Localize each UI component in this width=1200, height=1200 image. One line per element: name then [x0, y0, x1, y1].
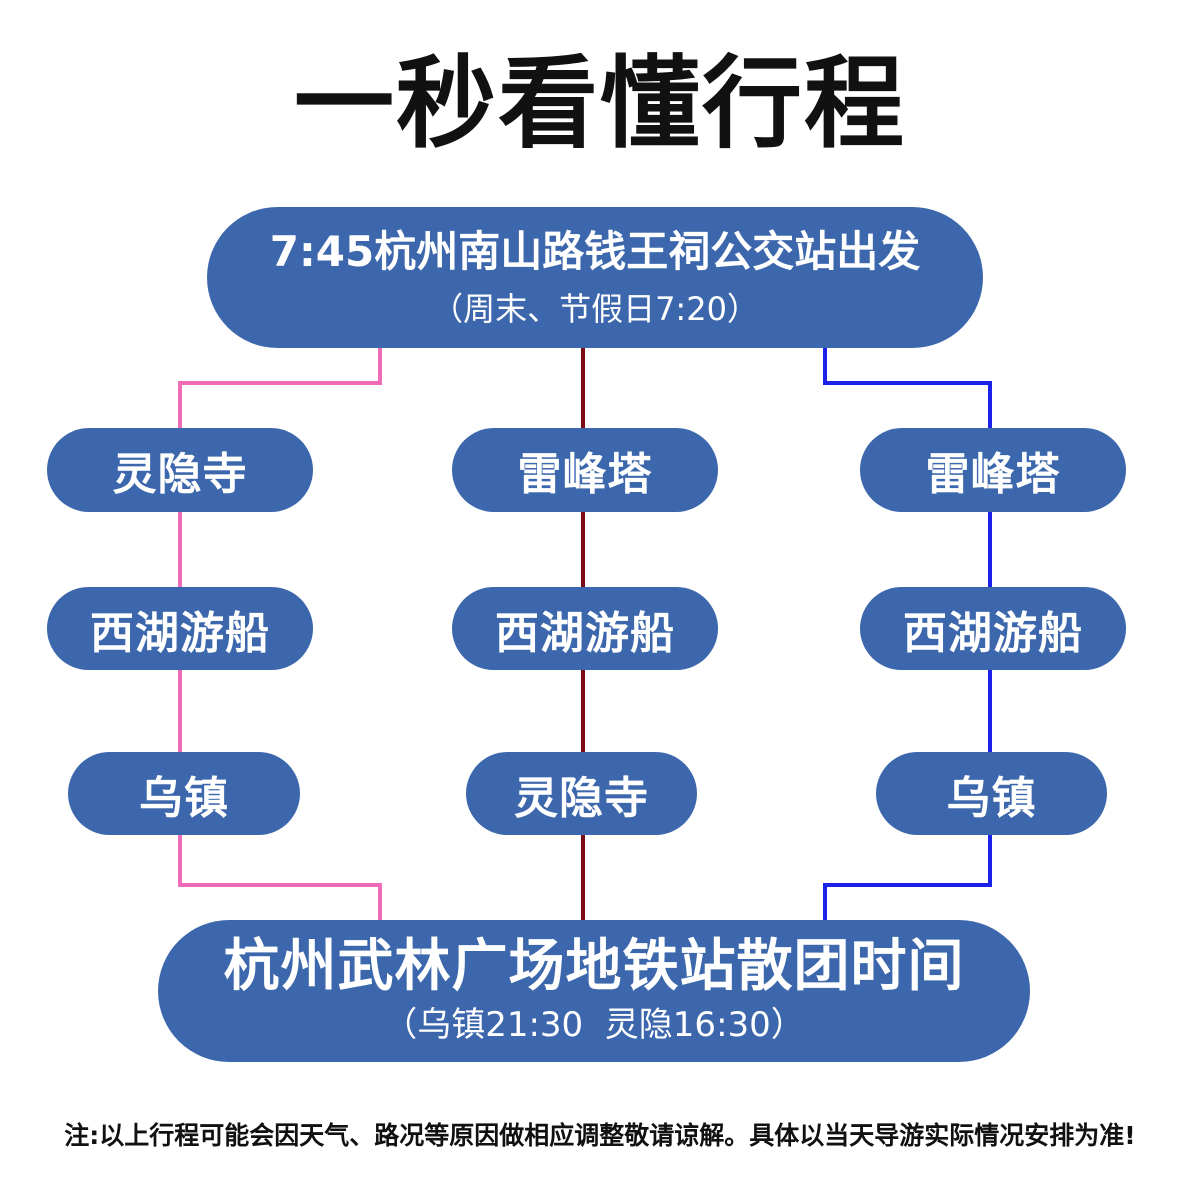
route-middle-stop-2: 西湖游船	[452, 587, 718, 670]
end-times: （乌镇21:30 灵隐16:30）	[383, 1005, 805, 1045]
page-title: 一秒看懂行程	[294, 45, 906, 162]
start-pill: 7:45杭州南山路钱王祠公交站出发 （周末、节假日7:20）	[207, 207, 983, 348]
route-middle-stop-1: 雷峰塔	[452, 428, 718, 512]
route-left-stop-1: 灵隐寺	[47, 428, 313, 512]
route-right-stop-3: 乌镇	[876, 752, 1107, 835]
route-left-line	[178, 348, 382, 920]
route-middle-stop-3: 灵隐寺	[466, 752, 697, 835]
end-location: 杭州武林广场地铁站散团时间	[223, 934, 965, 999]
route-left-stop-3: 乌镇	[68, 752, 300, 835]
route-right-stop-1: 雷峰塔	[860, 428, 1126, 512]
route-right-line	[823, 348, 992, 920]
start-weekend-time: （周末、节假日7:20）	[431, 289, 759, 328]
footer-note: 注:以上行程可能会因天气、路况等原因做相应调整敬请谅解。具体以当天导游实际情况安…	[64, 1121, 1136, 1150]
route-right-stop-2: 西湖游船	[860, 587, 1126, 670]
route-left-stop-2: 西湖游船	[47, 587, 313, 670]
end-pill: 杭州武林广场地铁站散团时间 （乌镇21:30 灵隐16:30）	[158, 920, 1030, 1062]
start-time-location: 7:45杭州南山路钱王祠公交站出发	[269, 226, 921, 276]
